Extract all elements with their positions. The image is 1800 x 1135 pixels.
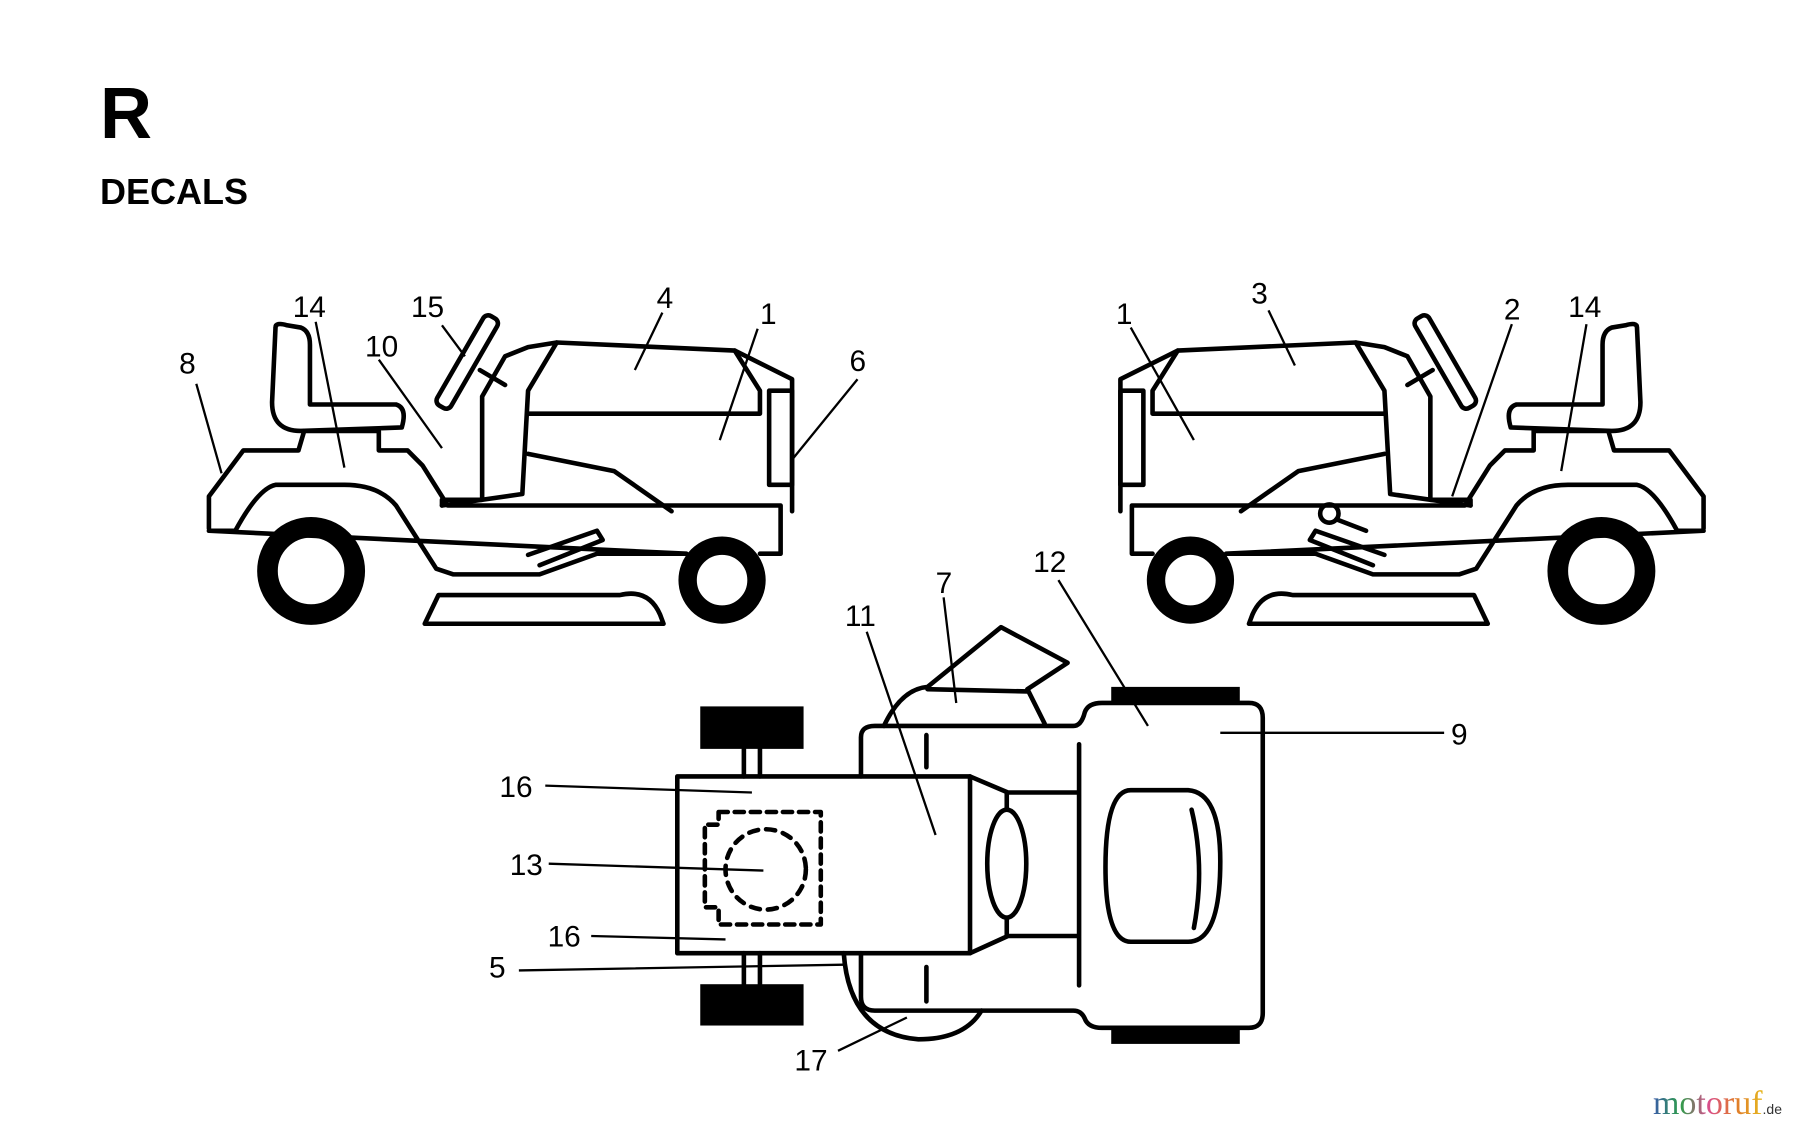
callout-1: 1 xyxy=(760,298,777,331)
front-wheel-bottom xyxy=(1111,1027,1240,1044)
callout-15: 15 xyxy=(411,291,444,324)
callout-16: 16 xyxy=(548,920,581,953)
seat-top xyxy=(1103,787,1223,945)
body-frame xyxy=(206,428,783,577)
callout-5: 5 xyxy=(489,951,506,984)
callout-14: 14 xyxy=(293,291,326,324)
callout-1: 1 xyxy=(1116,298,1133,331)
discharge-chute xyxy=(881,624,1070,729)
rear-wheel-bottom xyxy=(700,984,804,1026)
callout-16: 16 xyxy=(499,771,532,804)
steering-column xyxy=(477,367,508,388)
dashed-area xyxy=(702,809,824,927)
callout-10: 10 xyxy=(365,330,398,363)
hood xyxy=(439,340,795,514)
watermark-suffix: .de xyxy=(1762,1101,1782,1117)
leader-lines xyxy=(195,309,1588,1052)
callout-13: 13 xyxy=(510,849,543,882)
callout-12: 12 xyxy=(1033,546,1066,579)
watermark-logo: motoruf.de xyxy=(1653,1087,1782,1121)
steering-wheel xyxy=(434,313,501,411)
section-letter: R xyxy=(100,74,152,154)
tractor-top-view xyxy=(675,624,1266,1044)
callout-14: 14 xyxy=(1568,291,1601,324)
callout-9: 9 xyxy=(1451,718,1468,751)
front-wheel xyxy=(678,536,766,624)
callout-8: 8 xyxy=(179,347,196,380)
callout-2: 2 xyxy=(1504,294,1521,327)
callout-4: 4 xyxy=(657,282,674,315)
rear-wheel-top xyxy=(700,706,804,749)
tractor-right-side-view xyxy=(1120,313,1703,623)
callout-6: 6 xyxy=(849,345,866,378)
steering-top xyxy=(984,807,1029,920)
callout-7: 7 xyxy=(936,567,953,600)
pedal xyxy=(525,528,605,568)
section-title: DECALS xyxy=(100,171,249,212)
callout-17: 17 xyxy=(794,1044,827,1077)
rear-wheel xyxy=(257,516,366,625)
rear-body xyxy=(675,774,973,956)
callout-11: 11 xyxy=(845,600,876,633)
seat xyxy=(269,321,406,434)
mower-deck xyxy=(422,591,666,627)
grass-bag xyxy=(841,950,984,1042)
hood-rear xyxy=(439,340,795,514)
callout-3: 3 xyxy=(1251,277,1268,310)
choke-knob xyxy=(1317,502,1369,534)
front-wheel-top xyxy=(1111,686,1240,703)
tractor-left-side-view xyxy=(206,313,795,627)
watermark-text: motoruf xyxy=(1652,1085,1763,1122)
chassis xyxy=(858,700,1266,1031)
